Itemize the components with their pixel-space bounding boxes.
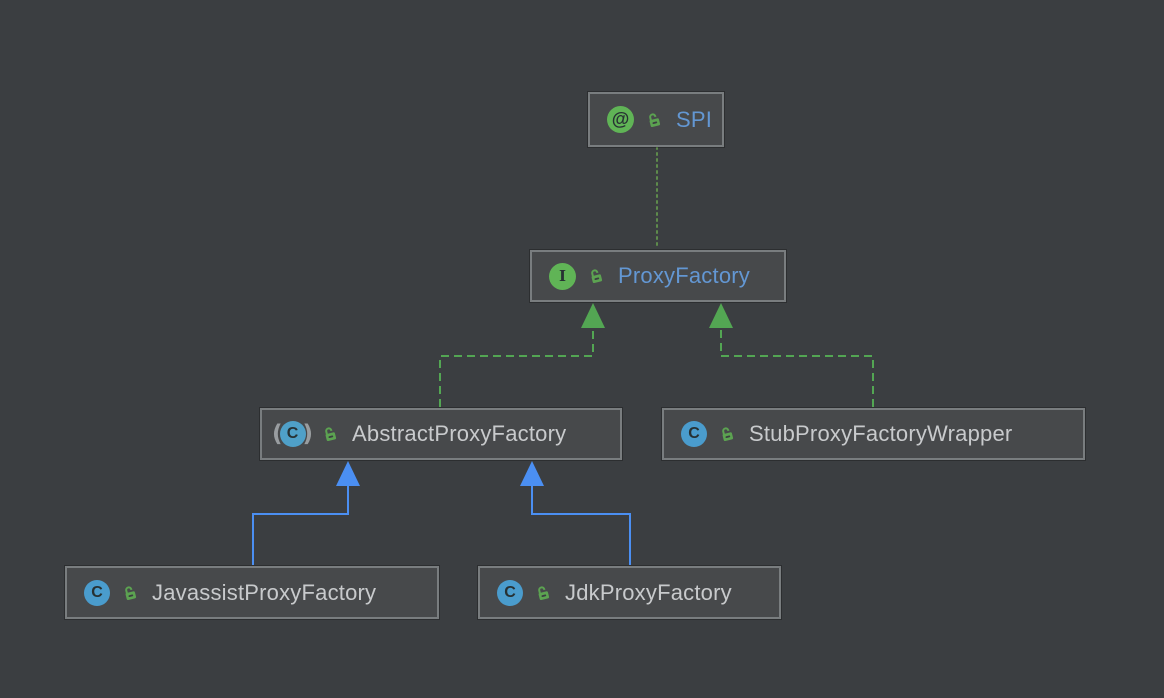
extends-arrowhead-right [520, 461, 544, 486]
edge-realization-stubproxyfactorywrapper-proxyfactory[interactable] [720, 328, 874, 407]
realization-arrowhead-left [581, 303, 605, 328]
node-label: StubProxyFactoryWrapper [749, 421, 1013, 446]
interface-icon: I [549, 262, 576, 290]
class-node-jdkproxyfactory[interactable]: C JdkProxyFactory [478, 566, 781, 619]
node-label: SPI [676, 106, 713, 132]
public-lock-icon [534, 584, 552, 602]
class-node-spi[interactable]: @ SPI [588, 92, 724, 147]
node-label: JdkProxyFactory [565, 579, 732, 605]
public-lock-icon [645, 111, 663, 129]
edge-extends-jdkproxyfactory-abstractproxyfactory[interactable] [531, 486, 631, 565]
class-icon: C [681, 421, 707, 447]
class-icon: C [84, 579, 110, 606]
extends-arrowhead-left [336, 461, 360, 486]
class-node-stubproxyfactorywrapper[interactable]: C StubProxyFactoryWrapper [662, 408, 1085, 460]
node-label: JavassistProxyFactory [152, 579, 377, 605]
class-node-proxyfactory[interactable]: I ProxyFactory [530, 250, 786, 302]
edge-realization-abstractproxyfactory-proxyfactory[interactable] [439, 328, 594, 407]
class-node-javassistproxyfactory[interactable]: C JavassistProxyFactory [65, 566, 439, 619]
class-icon: C [497, 579, 523, 606]
public-lock-icon [587, 267, 605, 285]
abstract-class-icon: ( C ) [272, 420, 314, 447]
node-label: AbstractProxyFactory [352, 421, 567, 446]
public-lock-icon [121, 584, 139, 602]
public-lock-icon [321, 425, 339, 443]
realization-arrowhead-right [709, 303, 733, 328]
edge-extends-javassistproxyfactory-abstractproxyfactory[interactable] [252, 486, 349, 565]
annotation-icon: @ [607, 106, 634, 133]
node-label: ProxyFactory [618, 263, 750, 288]
class-node-abstractproxyfactory[interactable]: ( C ) AbstractProxyFactory [260, 408, 622, 460]
public-lock-icon [718, 425, 736, 443]
